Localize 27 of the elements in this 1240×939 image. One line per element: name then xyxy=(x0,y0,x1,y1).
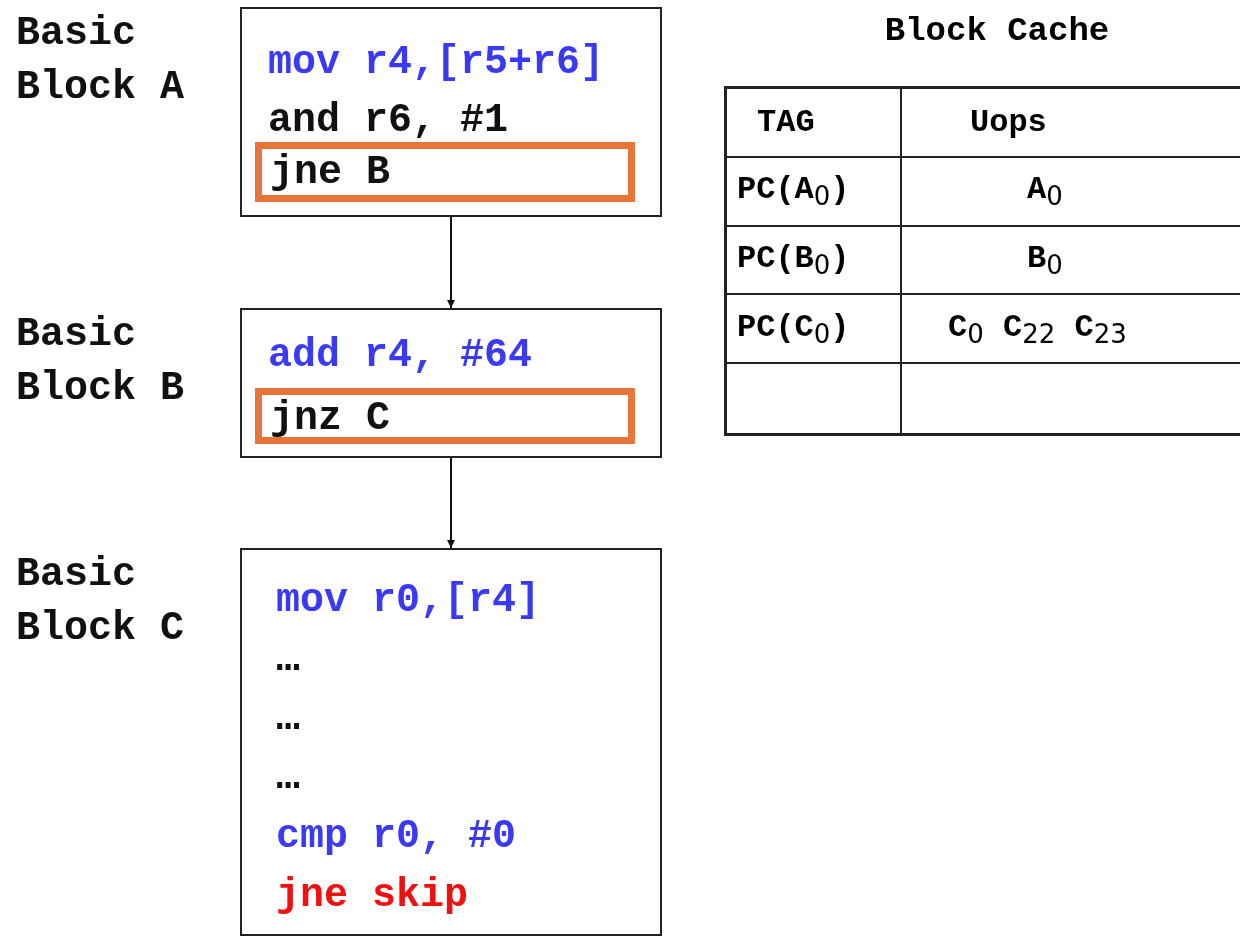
arrow xyxy=(447,457,455,549)
instruction-text: add r4, #64 xyxy=(268,332,533,380)
tag-text: PC(C$_{0}$) xyxy=(737,308,850,349)
column-header: TAG xyxy=(757,103,815,141)
table-title: Block Cache xyxy=(883,12,1111,50)
tag-text: PC(B$_{0}$) xyxy=(737,239,850,281)
branch-highlight-box xyxy=(255,388,635,444)
tag-text: PC(A$_{0}$) xyxy=(737,171,850,212)
instruction-text: jne B xyxy=(270,149,391,197)
instruction-text: jnz C xyxy=(270,395,391,443)
uops-text: B$_{0}$ xyxy=(1027,239,1063,281)
block-heading: Basic Block B xyxy=(16,311,186,413)
instruction-text: … xyxy=(276,636,300,684)
instruction-text: mov r4,[r5+r6] xyxy=(268,39,605,87)
block-heading: Basic Block C xyxy=(16,551,186,653)
uops-text: A$_{0}$ xyxy=(1027,171,1063,212)
instruction-text: mov r0,[r4] xyxy=(276,577,541,625)
uops-text: C$_{0}$ C$_{22}$ C$_{23}$ xyxy=(948,308,1127,349)
instruction-text: and r6, #1 xyxy=(268,97,509,145)
instruction-text: jne skip xyxy=(276,872,469,920)
column-header: Uops xyxy=(970,103,1047,141)
branch-highlight-box xyxy=(255,142,635,202)
arrow xyxy=(447,216,455,309)
instruction-text: … xyxy=(276,754,300,802)
instruction-text: … xyxy=(276,695,300,743)
instruction-text: cmp r0, #0 xyxy=(276,813,517,861)
block-heading: Basic Block A xyxy=(16,10,186,112)
